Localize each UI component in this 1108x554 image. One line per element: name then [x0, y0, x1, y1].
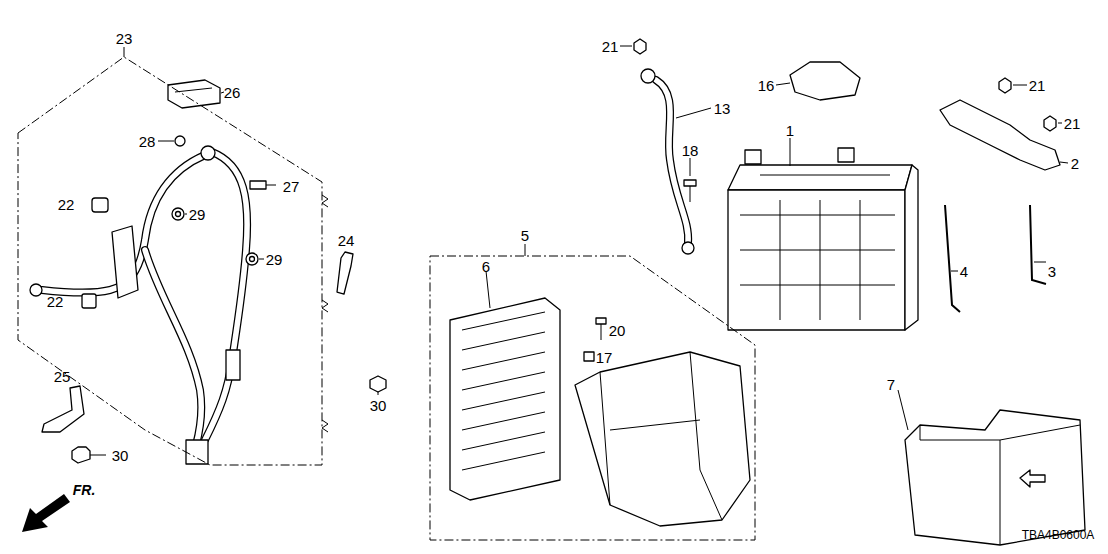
callout-number: 2 [1071, 156, 1079, 171]
dashed-group-outline: 5 [425, 222, 765, 547]
callout-number: 21 [602, 39, 619, 54]
callout-number: 23 [116, 31, 133, 46]
callout-number: 13 [714, 101, 731, 116]
callout-number: 21 [1064, 116, 1081, 131]
front-indicator: FR. [73, 483, 96, 497]
callout-number: 21 [1029, 78, 1046, 93]
callout-number: 1 [786, 123, 794, 138]
callout-number: 18 [682, 143, 699, 158]
callout-number: 27 [283, 179, 300, 194]
callout-number: 17 [596, 350, 613, 365]
callout-number: 6 [482, 259, 490, 274]
callout-number: 5 [521, 228, 529, 243]
callout-number: 30 [112, 448, 129, 463]
drawing-code: TBA4B0600A [1022, 529, 1095, 541]
group-outline [10, 24, 332, 474]
callout-number: 20 [609, 323, 626, 338]
group-outline [425, 222, 765, 547]
callout-number: 29 [266, 252, 283, 267]
callout-number: 3 [1048, 264, 1056, 279]
callout-number: 22 [47, 294, 64, 309]
callout-number: 24 [338, 233, 355, 248]
terminal-cover [168, 80, 220, 108]
callout-number: 25 [54, 369, 71, 384]
callout-number: 30 [370, 398, 387, 413]
callout-number: 28 [139, 134, 156, 149]
callout-number: 16 [758, 78, 775, 93]
callout-number: 29 [189, 207, 206, 222]
callout-number: 26 [224, 85, 241, 100]
dashed-group-outline: 23 [10, 24, 332, 474]
callout-number: 22 [58, 197, 75, 212]
callout-number: 7 [887, 377, 895, 392]
callout-number: 4 [960, 264, 968, 279]
